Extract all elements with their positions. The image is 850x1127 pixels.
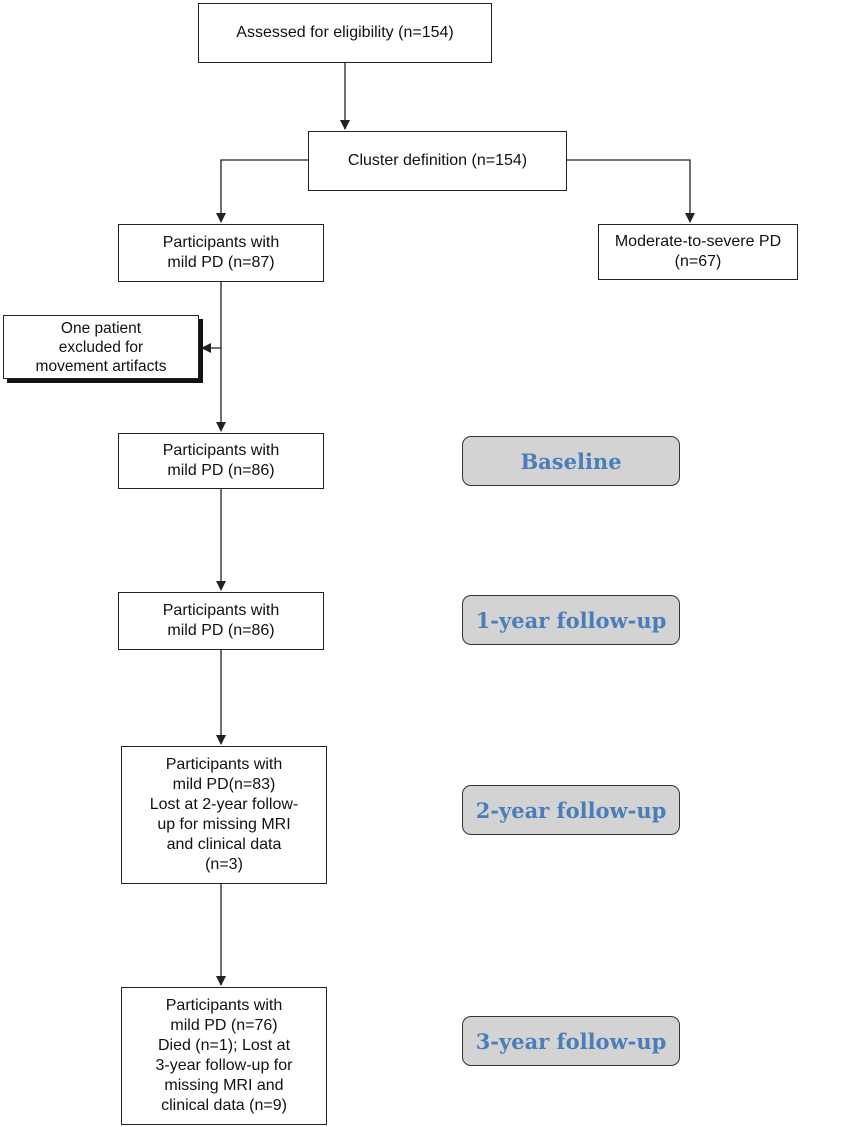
box-text-line: Participants with [162,442,280,459]
box-text-line: One patient [60,319,142,337]
box-text-line: Moderate-to-severe PD [614,233,782,250]
mild-pd-86-year1-box: Participants with mild PD (n=86) [118,592,324,650]
box-text-line: clinical data (n=9) [161,1097,287,1114]
arrow-cluster-to-moderate [567,159,695,223]
box-text-line: mild PD (n=86) [167,622,275,639]
box-text-line: movement artifacts [35,357,167,375]
box-text-line: Lost at 2-year follow- [149,796,299,813]
box-text-line: mild PD (n=86) [167,462,275,479]
moderate-severe-box: Moderate-to-severe PD (n=67) [598,224,798,280]
mild-pd-86-baseline-box: Participants with mild PD (n=86) [118,433,324,489]
arrow-cluster-to-mild87 [216,159,308,223]
box-text-line: excluded for [58,338,144,356]
box-text-line: mild PD(n=83) [172,776,276,793]
stage-2-year-follow-up: 2-year follow-up [462,785,680,835]
box-text-line: Assessed for eligibility (n=154) [236,24,454,41]
box-text-line: Participants with [165,997,283,1014]
box-text-line: 3-year follow-up for [155,1057,293,1074]
box-text-line: (n=3) [205,856,243,873]
assessed-box: Assessed for eligibility (n=154) [198,3,492,63]
box-text-line: (n=67) [674,253,722,270]
box-text-line: Died (n=1); Lost at [157,1037,291,1054]
stage-3-year-follow-up: 3-year follow-up [462,1016,680,1066]
box-text-line: Participants with [162,602,280,619]
stage-baseline: Baseline [462,436,680,486]
mild-pd-87-box: Participants with mild PD (n=87) [118,224,324,282]
box-text-line: Participants with [162,234,280,251]
mild-pd-83-year2-box: Participants with mild PD(n=83) Lost at 2-… [121,746,327,884]
cluster-box: Cluster definition (n=154) [308,131,567,191]
box-text-line: up for missing MRI [157,816,291,833]
box-text-line: and clinical data [166,836,282,853]
box-text-line: mild PD (n=76) [170,1017,278,1034]
mild-pd-76-year3-box: Participants with mild PD (n=76) Died (n=1… [121,987,327,1125]
stage-1-year-follow-up: 1-year follow-up [462,595,680,645]
box-text-line: missing MRI and [164,1077,284,1094]
box-text-line: Cluster definition (n=154) [347,152,528,169]
box-text-line: mild PD (n=87) [167,254,275,271]
box-text-line: Participants with [165,756,283,773]
